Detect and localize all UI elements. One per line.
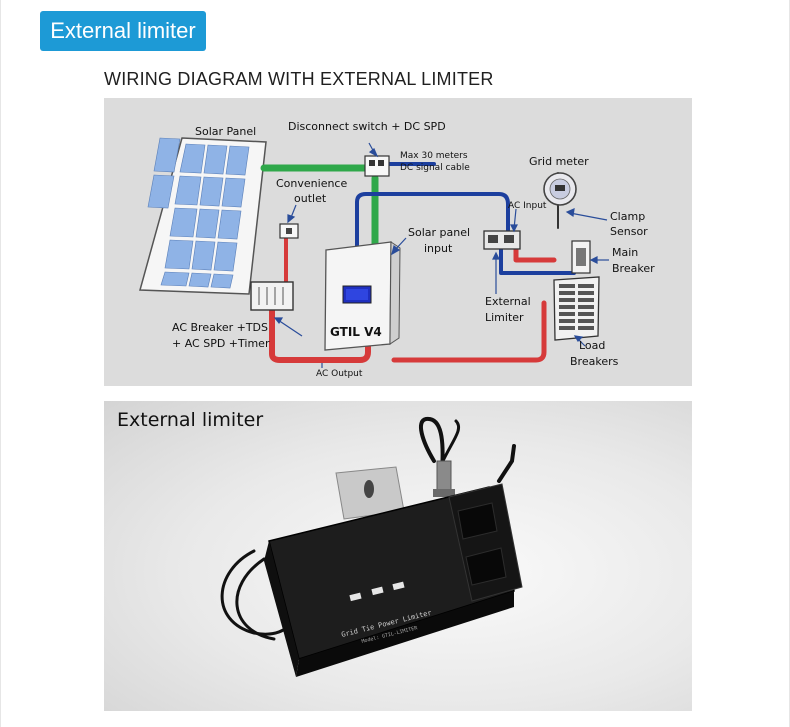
label-disconnect-switch: Disconnect switch + DC SPD [288, 120, 446, 133]
label-load-line2: Breakers [570, 355, 619, 368]
label-inverter-name: GTIL V4 [330, 325, 382, 339]
limiter-device-graphic: Grid Tie Power Limiter Model: GTIL-LIMIT… [220, 416, 523, 677]
ac-wire-limiter-breaker [513, 245, 557, 263]
label-load-line1: Load [579, 339, 605, 352]
label-ac-output: AC Output [316, 369, 363, 379]
ac-wire-load [391, 300, 547, 363]
label-grid-meter: Grid meter [529, 155, 589, 168]
label-main-breaker-line2: Breaker [612, 262, 655, 275]
photo-caption: External limiter [117, 409, 264, 431]
ac-wire-output [269, 305, 371, 363]
section-heading: WIRING DIAGRAM WITH EXTERNAL LIMITER [104, 69, 494, 89]
inverter-gtil-v4 [324, 241, 401, 351]
label-ac-breaker-line1: AC Breaker +TDS [172, 321, 268, 334]
label-convenience-line2: outlet [294, 192, 327, 205]
load-breaker-panel [553, 276, 600, 341]
label-max30-line1: Max 30 meters [400, 151, 468, 161]
label-max30-line2: DC signal cable [400, 163, 470, 173]
label-external-limiter-line2: Limiter [485, 311, 524, 324]
wiring-diagram: Solar Panel Disconnect switch + DC SPD M… [104, 98, 692, 386]
signal-wire-breaker [499, 246, 576, 275]
label-clamp-line1: Clamp [610, 210, 645, 223]
label-ac-breaker-line2: + AC SPD +Timer [172, 337, 270, 350]
wiring-diagram-svg: Solar Panel Disconnect switch + DC SPD M… [139, 120, 655, 379]
label-clamp-line2: Sensor [610, 225, 648, 238]
label-main-breaker-line1: Main [612, 246, 638, 259]
ac-breaker-box [250, 281, 294, 311]
label-solar-input-line1: Solar panel [408, 226, 470, 239]
label-solar-input-line2: input [424, 242, 453, 255]
disconnect-switch [364, 155, 390, 177]
signal-wire-limiter [355, 192, 510, 260]
label-external-limiter-line1: External [485, 295, 531, 308]
page-frame-left [0, 0, 1, 727]
label-convenience-line1: Convenience [276, 177, 347, 190]
label-solar-panel: Solar Panel [195, 125, 256, 138]
section-badge: External limiter [40, 11, 206, 51]
label-ac-input: AC Input [508, 201, 547, 211]
external-limiter-photo: Grid Tie Power Limiter Model: GTIL-LIMIT… [104, 401, 692, 711]
solar-panel-graphic [139, 137, 267, 295]
